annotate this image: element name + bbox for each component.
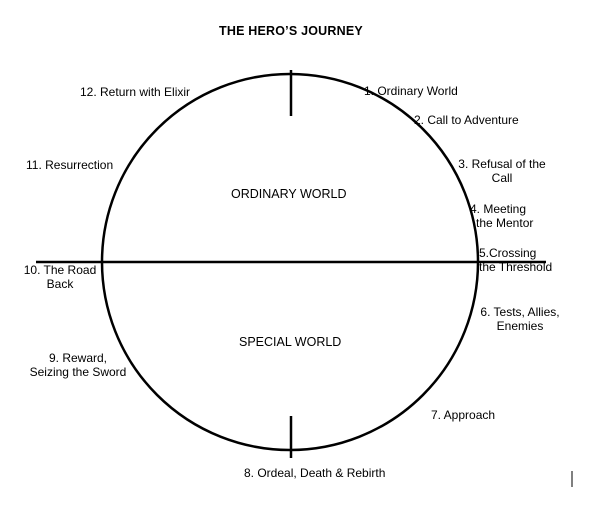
stage-label-1: 1. Ordinary World <box>364 84 458 98</box>
region-label-special-world: SPECIAL WORLD <box>239 335 342 349</box>
stage-label-9: 9. Reward, Seizing the Sword <box>22 351 134 379</box>
stage-label-line: the Threshold <box>479 260 553 274</box>
stage-label-4: 4. Meeting the Mentor <box>470 202 533 230</box>
stage-label-5: 5.Crossing the Threshold <box>479 246 552 274</box>
stage-label-line: 1. Ordinary World <box>364 84 458 98</box>
stage-label-line: the Mentor <box>476 216 534 230</box>
diagram-title: THE HERO’S JOURNEY <box>219 24 363 38</box>
stage-label-line: 10. The Road <box>23 263 97 277</box>
stage-label-8: 8. Ordeal, Death & Rebirth <box>244 466 385 480</box>
stage-label-11: 11. Resurrection <box>26 158 113 172</box>
stage-label-12: 12. Return with Elixir <box>80 85 190 99</box>
stage-label-line: 7. Approach <box>431 408 496 422</box>
stage-label-line: 3. Refusal of the <box>458 157 546 171</box>
stage-label-2: 2. Call to Adventure <box>414 113 519 127</box>
region-label-ordinary-world: ORDINARY WORLD <box>231 187 347 201</box>
stage-label-line: Enemies <box>496 319 544 333</box>
stage-label-line: 12. Return with Elixir <box>80 85 191 99</box>
stage-label-line: 4. Meeting <box>470 202 527 216</box>
stage-label-6: 6. Tests, Allies, Enemies <box>476 305 564 333</box>
stage-label-line: 5.Crossing <box>479 246 537 260</box>
stage-label-line: 9. Reward, <box>48 351 108 365</box>
stage-label-line: 6. Tests, Allies, <box>480 305 560 319</box>
stage-label-10: 10. The Road Back <box>15 263 105 291</box>
stage-label-line: Back <box>46 277 74 291</box>
stage-label-line: 11. Resurrection <box>26 158 114 172</box>
stage-label-line: 8. Ordeal, Death & Rebirth <box>244 466 386 480</box>
stage-label-line: 2. Call to Adventure <box>414 113 519 127</box>
stage-label-line: Seizing the Sword <box>29 365 127 379</box>
stage-label-3: 3. Refusal of the Call <box>454 157 550 185</box>
stage-label-line: Call <box>491 171 513 185</box>
stage-label-7: 7. Approach <box>431 408 495 422</box>
